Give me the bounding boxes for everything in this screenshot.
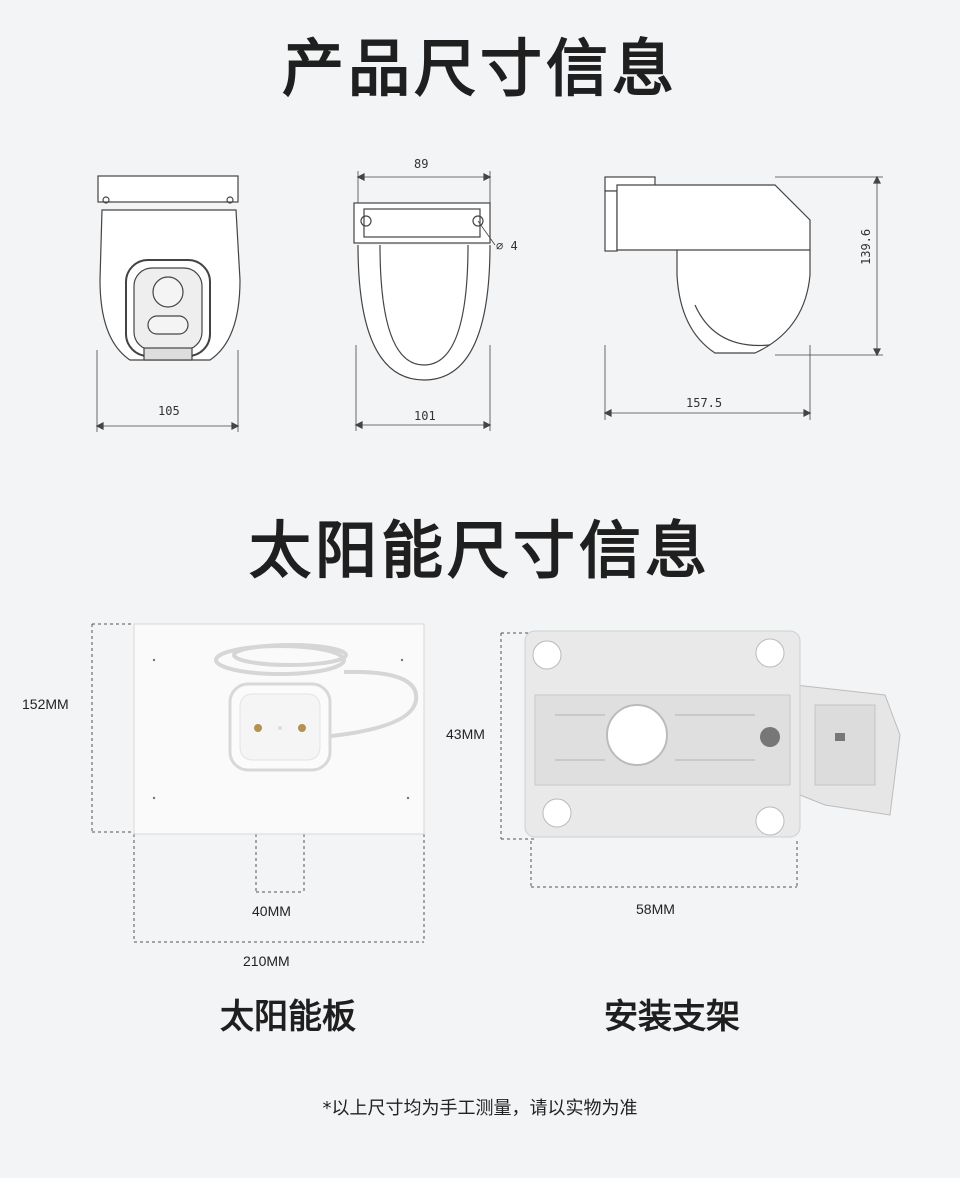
bracket-caption: 安装支架	[604, 997, 740, 1037]
camera-front-drawing	[95, 175, 241, 432]
side-depth-label: 157.5	[686, 396, 723, 410]
solar-width-label: 210MM	[243, 953, 290, 969]
mount-bottom-width-label: 101	[414, 409, 436, 423]
camera-side-drawing	[603, 175, 883, 420]
solar-panel-caption: 太阳能板	[220, 997, 356, 1037]
measurement-footnote: *以上尺寸均为手工测量，请以实物为准	[322, 1098, 638, 1119]
mount-drawing	[353, 171, 496, 431]
bracket-width-label: 58MM	[636, 901, 675, 917]
solar-size-heading: 太阳能尺寸信息	[248, 514, 711, 587]
side-height-label: 139.6	[859, 228, 873, 265]
front-width-label: 105	[158, 404, 180, 418]
bracket-illustration	[500, 630, 901, 888]
mount-hole-label: ⌀ 4	[496, 239, 518, 253]
mount-top-width-label: 89	[414, 157, 429, 171]
solar-panel-illustration	[91, 623, 425, 943]
solar-base-width-label: 40MM	[252, 903, 291, 919]
bracket-height-label: 43MM	[446, 726, 485, 742]
product-size-heading: 产品尺寸信息	[281, 32, 678, 105]
solar-height-label: 152MM	[22, 696, 69, 712]
